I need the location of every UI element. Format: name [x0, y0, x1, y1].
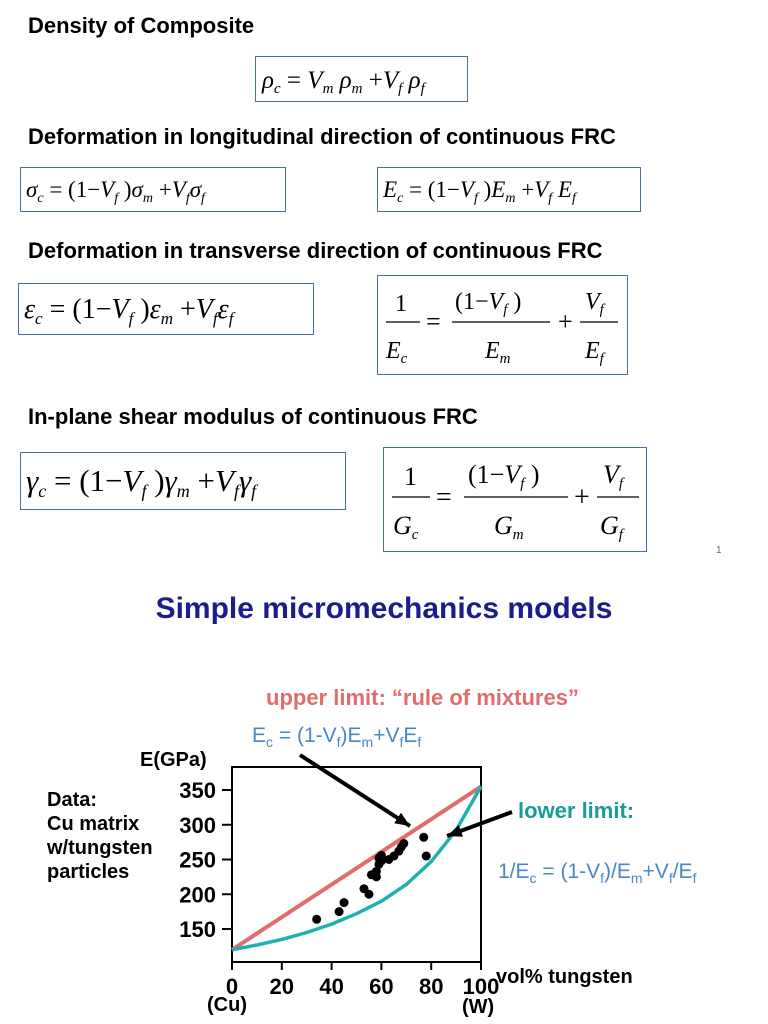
- y-tick-label: 150: [179, 917, 216, 942]
- shear-strain-equation: γc = (1−Vf )γm +Vfγf: [20, 452, 346, 510]
- svg-text:(1−Vf ): (1−Vf ): [455, 289, 521, 318]
- lower-limit-formula: 1/Ec = (1-Vf)/Em+Vf/Ef: [498, 860, 697, 887]
- x-tick-label: 80: [419, 974, 443, 999]
- svg-text:+: +: [574, 482, 590, 513]
- x-axis-label: vol% tungsten: [496, 966, 633, 988]
- modulus-chart: 150 200 250 300 350 0 20 40 60 80 100: [179, 753, 513, 999]
- x-right-note: (W): [462, 996, 495, 1018]
- upper-limit-line: [230, 784, 483, 952]
- svg-text:=: =: [426, 307, 441, 336]
- svg-text:1: 1: [395, 291, 407, 317]
- lower-limit-label: lower limit:: [518, 798, 635, 823]
- svg-text:=: =: [436, 482, 452, 513]
- plot-frame: [231, 766, 482, 963]
- x-tick-label: 60: [369, 974, 393, 999]
- data-note: Data: Cu matrix w/tungsten particles: [47, 788, 153, 884]
- data-note-line: Data:: [47, 789, 98, 811]
- x-tick-label: 100: [463, 974, 500, 999]
- svg-text:σc = (1−Vf )σm +Vfσf: σc = (1−Vf )σm +Vfσf: [26, 177, 207, 206]
- svg-text:+: +: [558, 307, 573, 336]
- lower-limit-curve: [231, 785, 483, 952]
- y-tick-label: 250: [179, 848, 216, 873]
- data-point: [421, 851, 431, 861]
- modulus-transverse-equation: 1 Ec = (1−Vf ) Em + Vf Ef: [377, 275, 628, 375]
- upper-limit-arrow: [298, 753, 412, 828]
- y-tick-label: 300: [179, 813, 216, 838]
- svg-text:εc = (1−Vf )εm +Vfεf: εc = (1−Vf )εm +Vfεf: [24, 294, 236, 328]
- svg-text:Gc: Gc: [393, 511, 419, 543]
- svg-text:Ec = (1−Vf )Em +Vf Ef: Ec = (1−Vf )Em +Vf Ef: [382, 177, 578, 206]
- data-point: [376, 850, 386, 860]
- x-tick-label: 40: [319, 974, 343, 999]
- y-tick-label: 350: [179, 778, 216, 803]
- slide-title: Simple micromechanics models: [155, 592, 613, 625]
- shear-modulus-equation: 1 Gc = (1−Vf ) Gm + Vf Gf: [383, 447, 647, 552]
- heading-density: Density of Composite: [28, 13, 255, 38]
- stress-longitudinal-equation: σc = (1−Vf )σm +Vfσf: [20, 167, 286, 212]
- svg-text:Gm: Gm: [494, 511, 524, 543]
- svg-text:Gf: Gf: [600, 511, 625, 543]
- heading-shear: In-plane shear modulus of continuous FRC: [28, 404, 478, 429]
- svg-text:Ec: Ec: [385, 338, 408, 367]
- x-tick-label: 0: [226, 974, 238, 999]
- heading-transverse: Deformation in transverse direction of c…: [28, 238, 603, 263]
- y-axis-label: E(GPa): [140, 749, 207, 771]
- upper-limit-label: upper limit: “rule of mixtures”: [266, 685, 579, 710]
- svg-text:Em: Em: [484, 338, 511, 367]
- x-left-note: (Cu): [207, 994, 247, 1016]
- y-tick-label: 200: [179, 882, 216, 907]
- data-note-line: Cu matrix: [47, 813, 140, 835]
- data-point: [399, 839, 409, 849]
- svg-text:(1−Vf ): (1−Vf ): [468, 460, 540, 492]
- data-note-line: w/tungsten: [47, 837, 153, 859]
- lower-limit-arrow-head: [447, 825, 463, 837]
- density-equation: ρc = Vm ρm +Vf ρf: [255, 56, 468, 102]
- svg-text:Vf: Vf: [585, 289, 606, 318]
- data-point: [371, 866, 381, 876]
- data-point: [339, 898, 349, 908]
- strain-transverse-equation: εc = (1−Vf )εm +Vfεf: [18, 283, 314, 335]
- svg-text:1: 1: [404, 462, 417, 491]
- x-tick-label: 20: [270, 974, 294, 999]
- modulus-longitudinal-equation: Ec = (1−Vf )Em +Vf Ef: [377, 167, 641, 212]
- data-point: [334, 907, 344, 917]
- page-number: 1: [716, 545, 722, 556]
- heading-longitudinal: Deformation in longitudinal direction of…: [28, 124, 616, 149]
- data-point: [364, 889, 374, 899]
- svg-text:γc = (1−Vf )γm +Vfγf: γc = (1−Vf )γm +Vfγf: [26, 463, 259, 501]
- svg-text:Ef: Ef: [584, 338, 606, 367]
- upper-limit-arrow-head: [394, 812, 410, 826]
- upper-limit-formula: Ec = (1-Vf)Em+VfEf: [252, 724, 422, 751]
- data-point: [312, 914, 322, 924]
- svg-text:ρc = Vm ρm +Vf ρf: ρc = Vm ρm +Vf ρf: [261, 67, 427, 97]
- svg-text:Vf: Vf: [603, 460, 625, 492]
- data-note-line: particles: [47, 861, 130, 883]
- data-point: [419, 832, 429, 842]
